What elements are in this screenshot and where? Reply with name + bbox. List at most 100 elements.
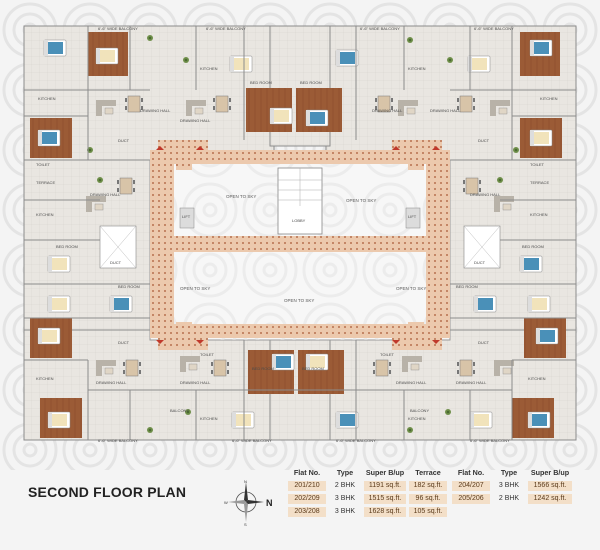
label-lift-1: LIFT — [182, 214, 191, 219]
label-toilet-4: TOILET — [380, 352, 394, 357]
label-open-sky-2: OPEN TO SKY — [346, 198, 376, 203]
label-open-sky-5: OPEN TO SKY — [396, 286, 426, 291]
label-duct-5: DUCT — [118, 340, 130, 345]
compass-west-label: W — [224, 500, 228, 505]
label-wide-balcony-bc: 6'-6" WIDE BALCONY — [232, 438, 272, 443]
label-bedroom-8: BED ROOM — [302, 366, 324, 371]
label-kitchen-br: KITCHEN — [528, 376, 546, 381]
label-drawing-hall-3: DRAWING HALL — [372, 108, 403, 113]
label-terrace-r: TERRACE — [530, 180, 549, 185]
label-toilet-1: TOILET — [36, 162, 50, 167]
table-right-header: Flat No. Type Super B/up — [452, 468, 575, 478]
room-labels: 6'-6" WIDE BALCONY 6'-6" WIDE BALCONY 6'… — [36, 26, 558, 443]
label-wide-balcony-tc: 6'-6" WIDE BALCONY — [206, 26, 246, 31]
cell-type: 2 BHK — [334, 482, 356, 489]
th-terrace: Terrace — [415, 468, 441, 477]
label-balcony-2: BALCONY — [410, 408, 429, 413]
cell-flat: 203/208 — [288, 507, 326, 517]
label-kitchen-bc: KITCHEN — [200, 416, 218, 421]
th-super-bup: Super B/up — [365, 468, 405, 477]
cell-terrace: 182 sq.ft. — [409, 481, 447, 491]
interior-walls — [24, 26, 576, 440]
label-kitchen-tc: KITCHEN — [200, 66, 218, 71]
label-open-sky-4: OPEN TO SKY — [284, 298, 314, 303]
label-drawing-hall-1: DRAWING HALL — [140, 108, 171, 113]
cell-flat: 201/210 — [288, 481, 326, 491]
corridor — [150, 140, 450, 350]
label-wide-balcony-br: 6'-6" WIDE BALCONY — [470, 438, 510, 443]
label-bedroom-5: BED ROOM — [118, 284, 140, 289]
floor-plan-drawing: 6'-6" WIDE BALCONY 6'-6" WIDE BALCONY 6'… — [0, 0, 600, 470]
label-toilet-2: TOILET — [530, 162, 544, 167]
label-duct-6: DUCT — [478, 340, 490, 345]
cell-flat: 204/207 — [452, 481, 490, 491]
table-row: 201/210 2 BHK 1191 sq.ft. 182 sq.ft. — [288, 481, 450, 491]
cell-area: 1242 sq.ft. — [528, 494, 572, 504]
cell-area: 1566 sq.ft. — [528, 481, 572, 491]
compass-south-label: S — [244, 522, 247, 526]
table-left-header: Flat No. Type Super B/up Terrace — [288, 468, 450, 478]
label-bedroom-2: BED ROOM — [300, 80, 322, 85]
cell-terrace: 105 sq.ft. — [409, 507, 447, 517]
th-type: Type — [336, 468, 354, 477]
th-flat-no: Flat No. — [293, 468, 321, 477]
cell-area: 1191 sq.ft. — [364, 481, 406, 491]
th-type: Type — [500, 468, 518, 477]
label-toilet-3: TOILET — [200, 352, 214, 357]
label-duct-2: DUCT — [474, 260, 486, 265]
table-row: 205/206 2 BHK 1242 sq.ft. — [452, 494, 575, 504]
label-kitchen-l: KITCHEN — [36, 212, 54, 217]
label-drawing-hall-2: DRAWING HALL — [180, 118, 211, 123]
cell-type: 3 BHK — [334, 495, 356, 502]
label-wide-balcony-bc2: 6'-6" WIDE BALCONY — [336, 438, 376, 443]
label-bedroom-1: BED ROOM — [250, 80, 272, 85]
label-open-sky-1: OPEN TO SKY — [226, 194, 256, 199]
label-drawing-hall-5: DRAWING HALL — [90, 192, 121, 197]
lobby-stair — [99, 167, 501, 269]
label-bedroom-3: BED ROOM — [56, 244, 78, 249]
th-super-bup: Super B/up — [530, 468, 570, 477]
area-table-left: Flat No. Type Super B/up Terrace 201/210… — [288, 468, 450, 517]
label-kitchen-tr: KITCHEN — [540, 96, 558, 101]
compass-north-label: N — [244, 479, 247, 484]
compass-icon: N S W N — [224, 479, 272, 526]
table-row: 204/207 3 BHK 1566 sq.ft. — [452, 481, 575, 491]
center-labels: OPEN TO SKY OPEN TO SKY OPEN TO SKY OPEN… — [110, 138, 490, 345]
label-kitchen-tl: KITCHEN — [38, 96, 56, 101]
label-wide-balcony-bl: 6'-6" WIDE BALCONY — [98, 438, 138, 443]
label-bedroom-4: BED ROOM — [522, 244, 544, 249]
label-open-sky-3: OPEN TO SKY — [180, 286, 210, 291]
label-kitchen-bc2: KITCHEN — [408, 416, 426, 421]
cell-terrace: 96 sq.ft. — [409, 494, 447, 504]
label-duct-1: DUCT — [110, 260, 122, 265]
label-wide-balcony-tc2: 6'-6" WIDE BALCONY — [360, 26, 400, 31]
label-drawing-hall-8: DRAWING HALL — [180, 380, 211, 385]
entry-markers — [156, 146, 440, 344]
label-bedroom-7: BED ROOM — [252, 366, 274, 371]
label-drawing-hall-4: DRAWING HALL — [430, 108, 461, 113]
cell-type: 3 BHK — [498, 482, 520, 489]
label-terrace-l: TERRACE — [36, 180, 55, 185]
label-lobby: LOBBY — [292, 218, 306, 223]
label-drawing-hall-10: DRAWING HALL — [456, 380, 487, 385]
label-duct-4: DUCT — [478, 138, 490, 143]
label-drawing-hall-7: DRAWING HALL — [96, 380, 127, 385]
cell-type: 3 BHK — [334, 508, 356, 515]
label-duct-3: DUCT — [118, 138, 130, 143]
cell-type: 2 BHK — [498, 495, 520, 502]
label-kitchen-r: KITCHEN — [530, 212, 548, 217]
cell-flat: 205/206 — [452, 494, 490, 504]
label-drawing-hall-6: DRAWING HALL — [470, 192, 501, 197]
label-wide-balcony-tr: 6'-6" WIDE BALCONY — [474, 26, 514, 31]
label-kitchen-tc2: KITCHEN — [408, 66, 426, 71]
label-kitchen-bl: KITCHEN — [36, 376, 54, 381]
cell-area: 1515 sq.ft. — [364, 494, 406, 504]
compass-n-big: N — [266, 498, 272, 508]
label-lift-2: LIFT — [408, 214, 417, 219]
table-row: 203/208 3 BHK 1628 sq.ft. 105 sq.ft. — [288, 507, 450, 517]
page-title: SECOND FLOOR PLAN — [28, 484, 187, 500]
label-drawing-hall-9: DRAWING HALL — [396, 380, 427, 385]
table-row: 202/209 3 BHK 1515 sq.ft. 96 sq.ft. — [288, 494, 450, 504]
th-flat-no: Flat No. — [457, 468, 485, 477]
